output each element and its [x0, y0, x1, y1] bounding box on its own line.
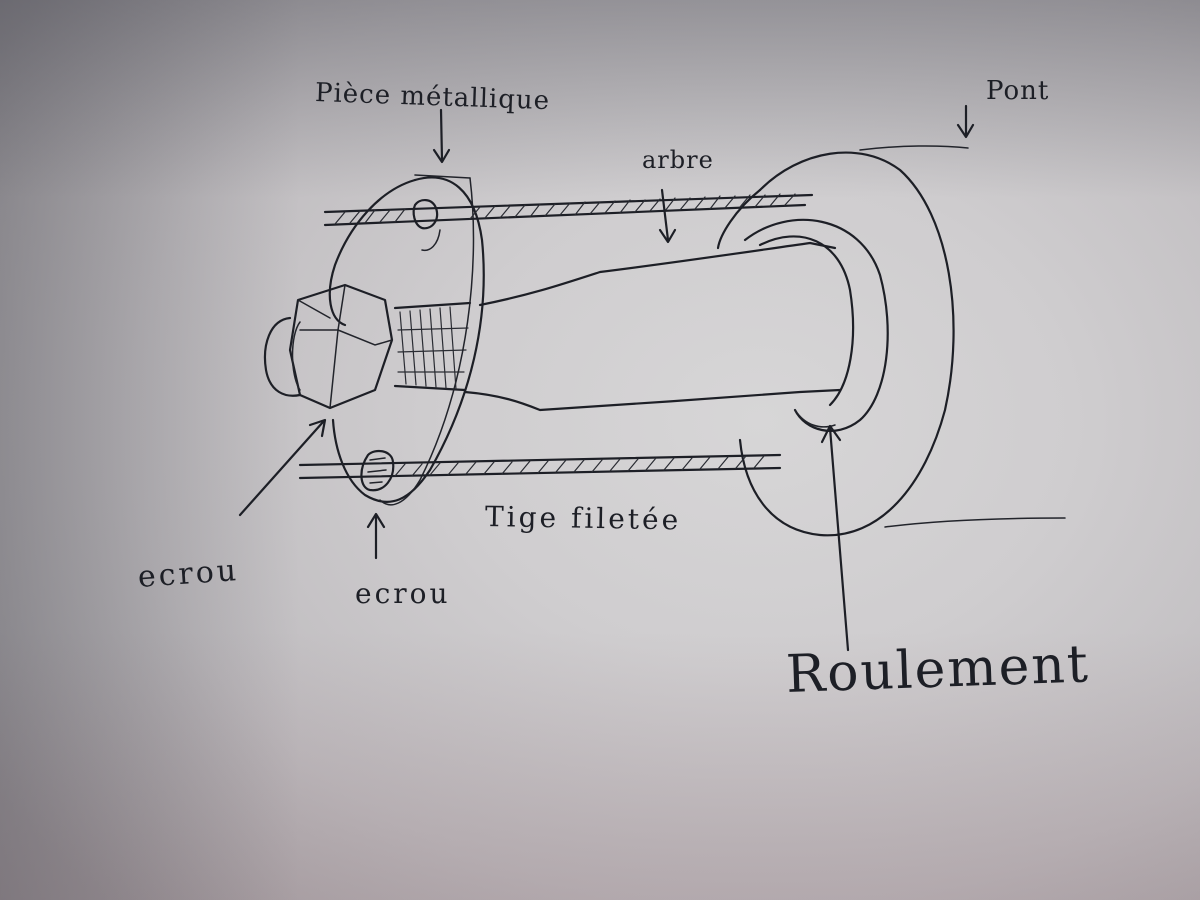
label-roulement: Roulement [784, 634, 1091, 705]
label-pont: Pont [986, 76, 1050, 106]
arbre-shaft [393, 241, 842, 412]
label-tige-filetee: Tige filetée [484, 500, 682, 537]
hex-nut-main [264, 283, 394, 410]
roulement-rings [743, 218, 889, 432]
threaded-rod-bottom [298, 449, 782, 492]
threaded-rod-top [323, 193, 814, 252]
label-ecrou-left: ecrou [136, 552, 241, 595]
shaft-thread-hatching [397, 306, 469, 390]
pont-flange [716, 145, 1066, 537]
leader-arrows [238, 104, 975, 652]
label-arbre: arbre [642, 146, 714, 174]
label-ecrou-bottom: ecrou [355, 577, 451, 610]
